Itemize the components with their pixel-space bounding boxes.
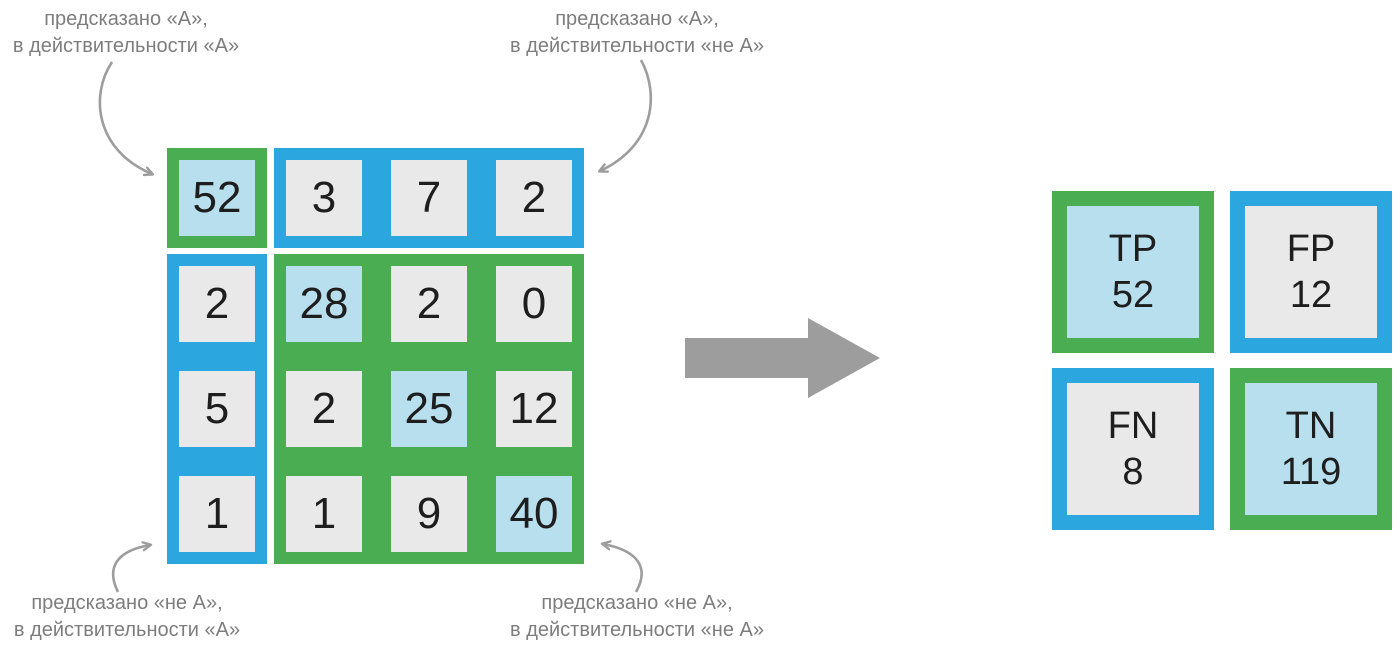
annotation-line: в действительности «А»	[12, 35, 240, 57]
matrix-cell: 3	[286, 160, 362, 236]
matrix-cell: 25	[391, 371, 467, 447]
summary-box-tn: TN 119	[1230, 368, 1392, 530]
matrix-cell: 12	[496, 371, 572, 447]
binary-confusion-summary: TP 52 FP 12 FN 8 TN 119	[1052, 191, 1392, 530]
annotation-line: предсказано «не А»,	[31, 592, 223, 614]
summary-value: 12	[1289, 274, 1333, 316]
matrix-cell: 28	[286, 266, 362, 342]
block-predicted-not-a-actual-not-a: 28 2 0 2 25 12 1 9 40	[274, 254, 584, 564]
annotation-line: предсказано «не А»,	[541, 592, 733, 614]
matrix-cell: 7	[391, 160, 467, 236]
block-predicted-a-actual-a: 52	[167, 148, 267, 248]
annotation-line: в действительности «не А»	[510, 35, 764, 57]
matrix-cell: 9	[391, 476, 467, 552]
matrix-cell: 1	[179, 476, 255, 552]
matrix-cell: 0	[496, 266, 572, 342]
matrix-cell: 2	[179, 266, 255, 342]
curved-arrow-bottom-right-icon	[603, 544, 643, 593]
multiclass-confusion-matrix: 52 3 7 2 2 5 1 28 2 0 2 25 12 1 9 40	[167, 148, 584, 564]
annotation-bottom-left: предсказано «не А», в действительности «…	[14, 590, 240, 644]
summary-box-fp: FP 12	[1230, 191, 1392, 353]
annotation-top-left: предсказано «А», в действительности «А»	[13, 6, 239, 60]
annotation-line: предсказано «А»,	[555, 8, 719, 30]
annotation-line: в действительности «не А»	[510, 619, 764, 641]
matrix-cell: 52	[179, 160, 255, 236]
summary-value: 8	[1122, 451, 1144, 493]
summary-label: TN	[1285, 405, 1337, 447]
matrix-cell: 2	[286, 371, 362, 447]
summary-box-tp: TP 52	[1052, 191, 1214, 353]
summary-value: 119	[1280, 451, 1342, 493]
matrix-cell: 40	[496, 476, 572, 552]
curved-arrow-bottom-left-icon	[111, 545, 150, 593]
block-predicted-a-actual-not-a: 3 7 2	[274, 148, 584, 248]
annotation-line: в действительности «А»	[13, 619, 241, 641]
matrix-cell: 1	[286, 476, 362, 552]
summary-label: TP	[1108, 228, 1158, 270]
annotation-top-right: предсказано «А», в действительности «не …	[510, 6, 764, 60]
summary-box-fn: FN 8	[1052, 368, 1214, 530]
matrix-cell: 2	[496, 160, 572, 236]
summary-label: FN	[1107, 405, 1159, 447]
summary-label: FP	[1286, 228, 1336, 270]
curved-arrow-top-right-icon	[600, 59, 653, 171]
transform-arrow-icon	[685, 318, 880, 398]
curved-arrow-top-left-icon	[98, 61, 152, 174]
annotation-bottom-right: предсказано «не А», в действительности «…	[510, 590, 764, 644]
block-predicted-not-a-actual-a: 2 5 1	[167, 254, 267, 564]
annotation-line: предсказано «А»,	[44, 8, 208, 30]
matrix-cell: 5	[179, 371, 255, 447]
matrix-cell: 2	[391, 266, 467, 342]
summary-value: 52	[1111, 274, 1155, 316]
